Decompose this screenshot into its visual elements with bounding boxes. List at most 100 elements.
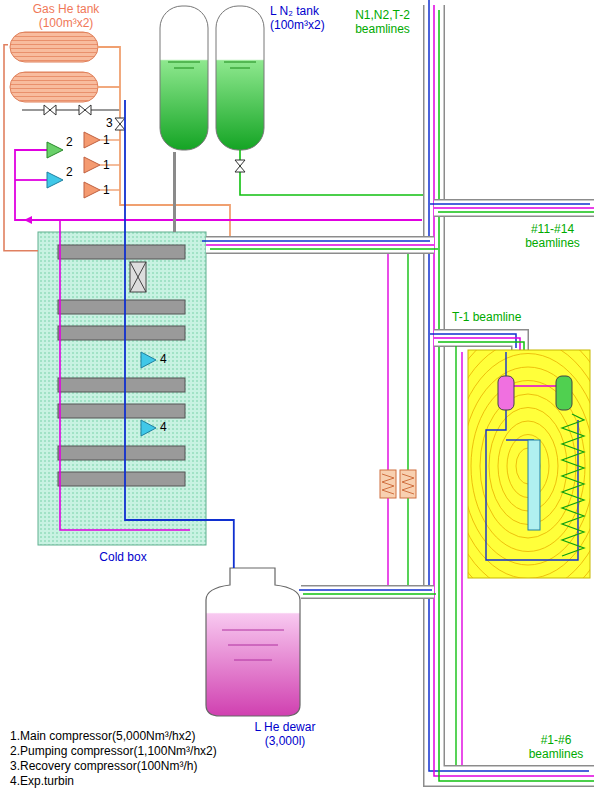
beamline-label: T-1 beamline <box>452 310 521 324</box>
compressor-symbol <box>84 182 100 198</box>
beamline-label: #11-#14 beamlines <box>515 222 590 250</box>
ln2-line <box>240 150 423 195</box>
valve-symbol <box>115 118 125 130</box>
contour-line <box>480 394 576 538</box>
callout-number: 3 <box>106 116 113 130</box>
turbine-symbol <box>141 420 156 436</box>
liquid-level <box>228 645 278 646</box>
compressor-symbol <box>47 142 63 158</box>
heat-exchanger <box>58 378 185 392</box>
transfer-line-bore <box>206 238 434 253</box>
contour-line <box>468 350 590 578</box>
gas-he-line <box>98 47 230 236</box>
heat-exchanger <box>58 326 185 340</box>
ln2-tank <box>160 6 208 150</box>
transfer-line-flow <box>429 0 589 771</box>
adsorber-cross <box>130 262 146 292</box>
return-line <box>15 150 422 220</box>
heat-exchanger <box>58 245 185 259</box>
contour-line <box>468 350 590 578</box>
equipment-label: Cold box <box>88 550 158 564</box>
coil-heat-exchanger <box>380 470 396 498</box>
transfer-line-flow <box>299 589 432 591</box>
equipment-label: L He dewar (3,000l) <box>245 720 325 748</box>
connector <box>206 520 234 568</box>
transfer-line-bore <box>301 587 434 598</box>
liquid-level <box>234 660 272 661</box>
valve-symbol <box>235 160 245 172</box>
liquid-level <box>224 62 256 63</box>
equipment-node: L He dewar (3,000l) <box>205 568 301 718</box>
beamline-label: #1-#6 beamlines <box>522 733 590 761</box>
cold-box-outline <box>38 232 206 545</box>
compressor-symbol <box>47 172 63 188</box>
transfer-line-flow <box>439 10 594 781</box>
valve-symbol <box>44 105 56 115</box>
return-line <box>15 179 47 181</box>
transfer-line-flow <box>438 211 594 213</box>
liquid-level <box>174 68 194 69</box>
column <box>528 440 540 530</box>
legend-note: 2.Pumping compressor(1,100Nm³/hx2) <box>10 744 217 758</box>
contour-group <box>468 350 590 578</box>
transfer-line-wall <box>434 199 594 217</box>
transfer-line-bore <box>434 5 594 776</box>
return-line <box>514 385 556 386</box>
transfer-line-flow <box>303 593 436 595</box>
vessel <box>498 376 514 410</box>
compressor-symbol <box>84 132 100 148</box>
heat-exchanger <box>58 472 185 486</box>
gas-he-line <box>98 86 120 88</box>
transfer-line-wall <box>301 585 434 599</box>
callout-number: 4 <box>160 420 167 434</box>
coil-winding <box>402 474 414 494</box>
flow-arrowhead <box>24 216 32 224</box>
heat-exchanger <box>58 300 185 314</box>
equipment-node: Gas He tank (100m³x2) <box>8 30 100 104</box>
ln2-tank <box>216 6 264 150</box>
callout-number: 1 <box>103 183 110 197</box>
connector <box>4 45 38 251</box>
ln2-line <box>407 254 408 585</box>
equipment-node: Cold box <box>38 232 206 545</box>
cooling-coil <box>562 414 584 556</box>
callout-number: 4 <box>160 352 167 366</box>
coil-heat-exchanger <box>400 470 416 498</box>
coil-winding <box>382 474 394 494</box>
legend-note: 1.Main compressor(5,000Nm³/hx2) <box>10 729 195 743</box>
transfer-line-flow <box>430 334 516 348</box>
transfer-line-bore <box>434 201 594 216</box>
legend-note: 4.Exp.turbin <box>10 774 74 788</box>
turbine-symbol <box>141 352 156 368</box>
transfer-line-flow <box>430 203 590 205</box>
adsorber <box>130 262 146 292</box>
ln2-line <box>455 346 456 765</box>
supply-line <box>505 352 506 376</box>
contour-line <box>468 367 590 565</box>
transfer-line-flow <box>202 240 430 242</box>
manifold-line <box>22 109 120 110</box>
beamline-label: N1,N2,T-2 beamlines <box>345 8 420 36</box>
transfer-line-flow <box>206 244 434 246</box>
supply-line <box>486 410 578 560</box>
transfer-line-wall <box>434 5 594 776</box>
legend-note: 3.Recovery compressor(100Nm³/h) <box>10 759 197 773</box>
equipment-label: Gas He tank (100m³x2) <box>26 2 106 30</box>
return-line <box>60 220 190 530</box>
equipment-node: L N₂ tank (100m³x2) <box>158 4 268 152</box>
liquid-level <box>168 62 200 63</box>
vessel <box>556 376 572 410</box>
liquid-level <box>222 630 284 631</box>
heat-exchanger <box>58 404 185 418</box>
transfer-line-wall <box>206 236 434 254</box>
transfer-line-flow <box>434 207 594 209</box>
valve-symbol <box>79 105 91 115</box>
transfer-line-flow <box>434 5 594 776</box>
return-line <box>387 254 388 585</box>
liquid-level <box>230 68 250 69</box>
callout-number: 2 <box>66 135 73 149</box>
compressor-symbol <box>84 157 100 173</box>
